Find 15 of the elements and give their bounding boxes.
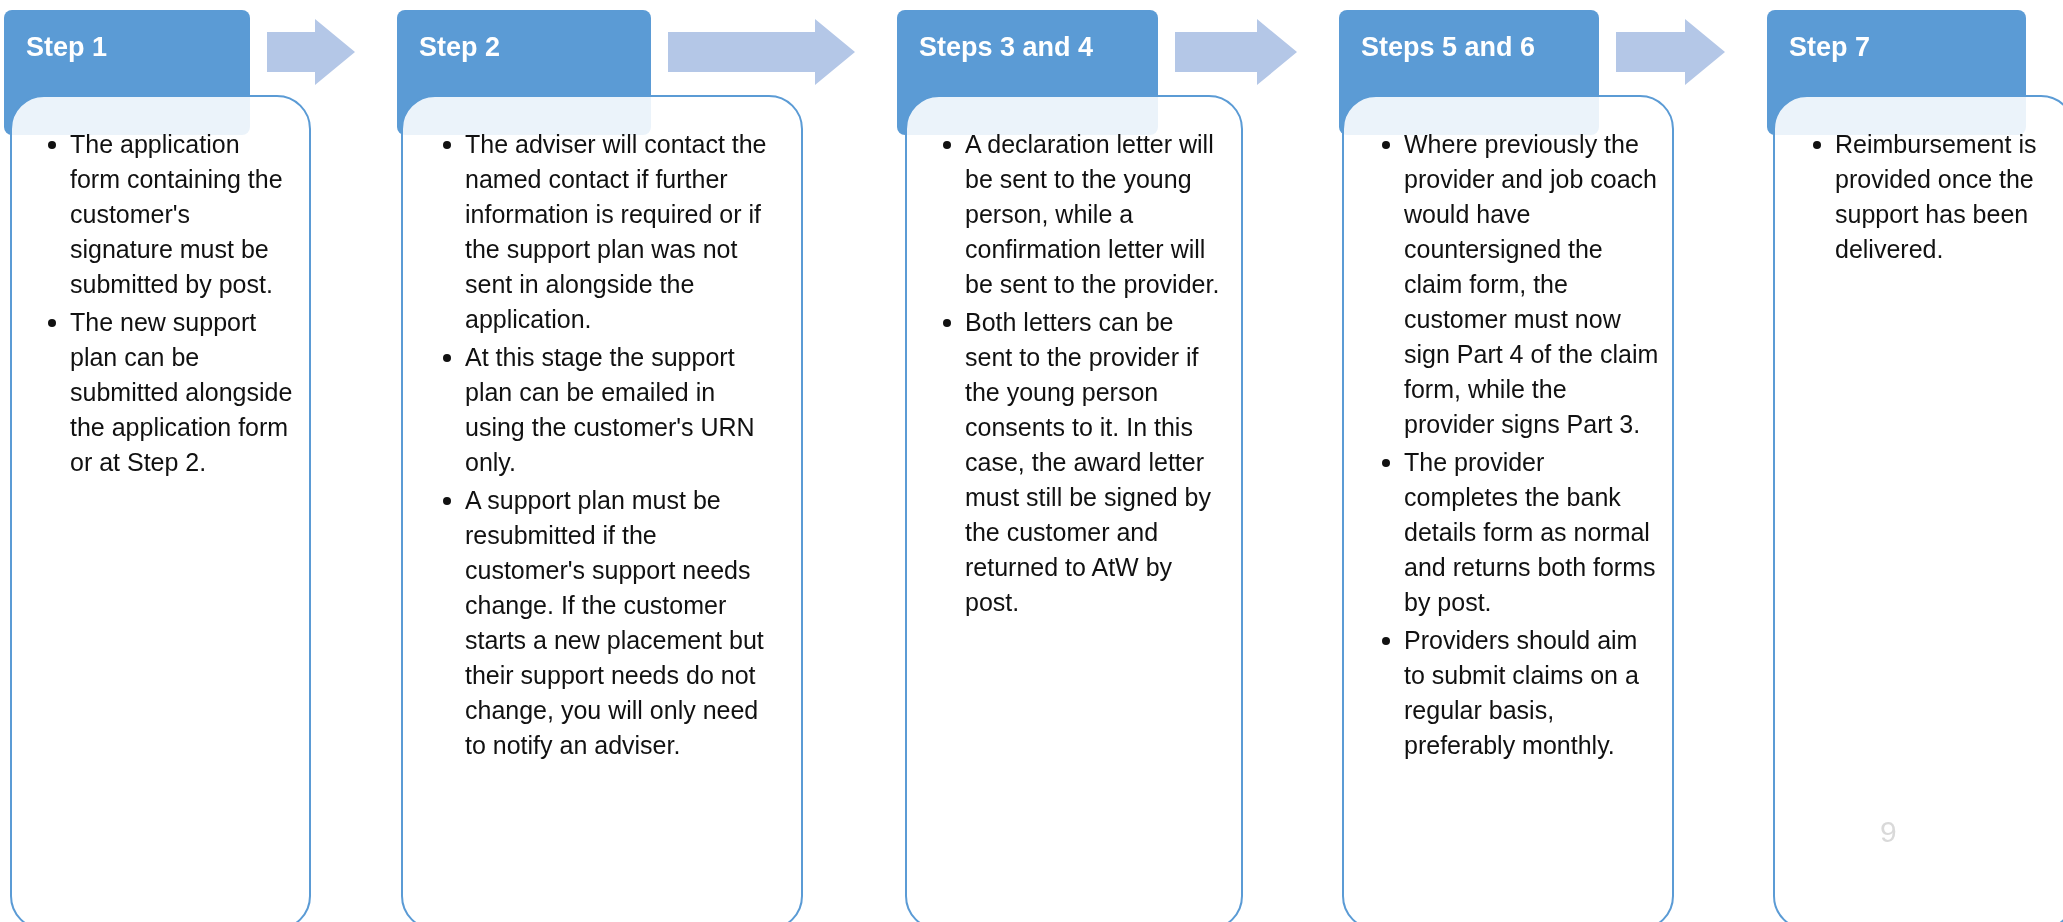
- block-arrow: [1616, 19, 1725, 85]
- text-panel: [1773, 95, 2063, 922]
- block-arrow: [668, 19, 855, 85]
- text-panel: [10, 95, 311, 922]
- bullet-text: The provider completes the bank details form as normal and returns both forms by post.: [1404, 448, 1656, 616]
- block-arrow: [267, 19, 355, 85]
- block-arrow: [1175, 19, 1297, 85]
- bullet-text: The new support plan can be submitted alongside the application form or at Step 2.: [70, 308, 293, 476]
- bullet-text: At this stage the support plan can be emailed in using the customer's URN only.: [465, 343, 755, 476]
- bullet-text: Providers should aim to submit claims on a regular basis, preferably monthly.: [1404, 626, 1639, 759]
- text-panel: [401, 95, 803, 922]
- bullet-text: Both letters can be sent to the provider if the young person consents to it. In this case, the award letter must still be signed by the customer and returned to AtW by post.: [965, 308, 1211, 616]
- text-panel: [1342, 95, 1674, 922]
- text-panel: [905, 95, 1243, 922]
- bullet-text: A support plan must be resubmitted if the customer's support needs change. If the customer starts a new placement but their support needs do not change, you will only need to notify an adviser.: [465, 486, 764, 759]
